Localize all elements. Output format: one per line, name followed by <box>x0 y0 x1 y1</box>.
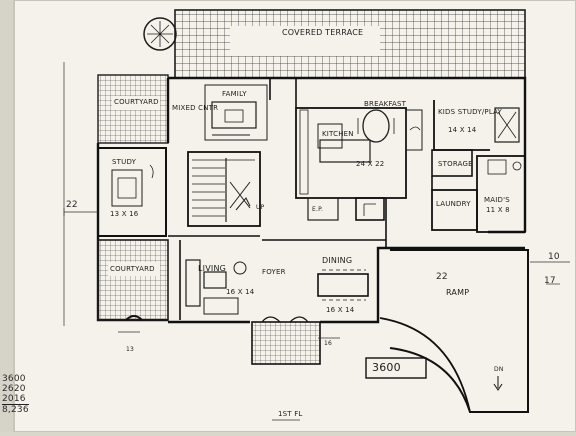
label-family: FAMILY <box>222 90 247 98</box>
label-maids-size: 11 x 8 <box>486 206 510 214</box>
dining-table <box>317 269 369 301</box>
study-room <box>97 147 167 237</box>
dim-bottom-13: 13 <box>126 346 135 353</box>
area-tally: 3600 2620 2016 8,236 <box>2 374 29 415</box>
pantry-area <box>307 197 385 221</box>
area-box-value: 3600 <box>372 361 401 374</box>
label-dining: DINING <box>322 256 353 265</box>
label-living-size: 16 x 14 <box>226 288 255 296</box>
kids-study-room <box>431 100 520 177</box>
label-covered-terrace: COVERED TERRACE <box>282 28 364 37</box>
label-kitchen-size: 24 x 22 <box>356 160 385 168</box>
dim-left: 22 <box>66 200 78 210</box>
label-living: LIVING <box>198 264 227 273</box>
label-study: STUDY <box>112 158 137 166</box>
entrance-vestibule <box>251 316 321 365</box>
area-box <box>365 357 427 379</box>
tally-line: 2016 <box>2 394 26 404</box>
label-maids: MAID'S <box>484 196 510 204</box>
family-room <box>204 84 268 141</box>
label-dining-size: 16 x 14 <box>326 306 355 314</box>
tally-total: 8,236 <box>2 404 29 415</box>
label-breakfast: BREAKFAST <box>364 100 407 108</box>
floor-label: 1st FL <box>278 410 303 418</box>
dim-ramp-22: 22 <box>436 272 448 282</box>
courtyard-top <box>97 74 169 144</box>
kitchen-area <box>295 107 423 199</box>
label-courtyard-bottom: COURTYARD <box>110 265 155 273</box>
label-courtyard-top: COURTYARD <box>114 98 159 106</box>
label-ep: E.P. <box>312 206 324 213</box>
label-mixed-center: MIXED CNTR <box>172 104 219 112</box>
dimension-lines <box>63 62 570 421</box>
label-foyer: FOYER <box>262 268 286 276</box>
living-room-furniture <box>185 259 247 315</box>
laundry-maids <box>431 155 526 233</box>
tally-line: 2620 <box>2 384 26 394</box>
courtyard-bottom <box>97 239 169 321</box>
label-ramp: RAMP <box>446 288 470 297</box>
tally-line: 3600 <box>2 374 26 384</box>
interior-walls <box>168 78 433 320</box>
label-kids-study: KIDS STUDY/PLAY <box>438 108 503 116</box>
label-storage: STORAGE <box>438 160 473 168</box>
label-kitchen: KITCHEN <box>322 130 354 138</box>
dim-right-17: 17 <box>544 276 556 286</box>
round-planter-icon <box>143 17 177 51</box>
label-study-size: 13 x 16 <box>110 210 139 218</box>
label-ramp-down: DN <box>494 366 504 373</box>
label-kids-size: 14 x 14 <box>448 126 477 134</box>
dim-bottom-16: 16 <box>324 340 333 347</box>
garage-ramp <box>379 249 529 413</box>
label-stair-up: UP <box>256 204 265 211</box>
covered-terrace <box>174 9 526 79</box>
dim-right-10: 10 <box>548 252 560 262</box>
label-laundry: LAUNDRY <box>436 200 471 208</box>
staircase <box>187 151 261 227</box>
